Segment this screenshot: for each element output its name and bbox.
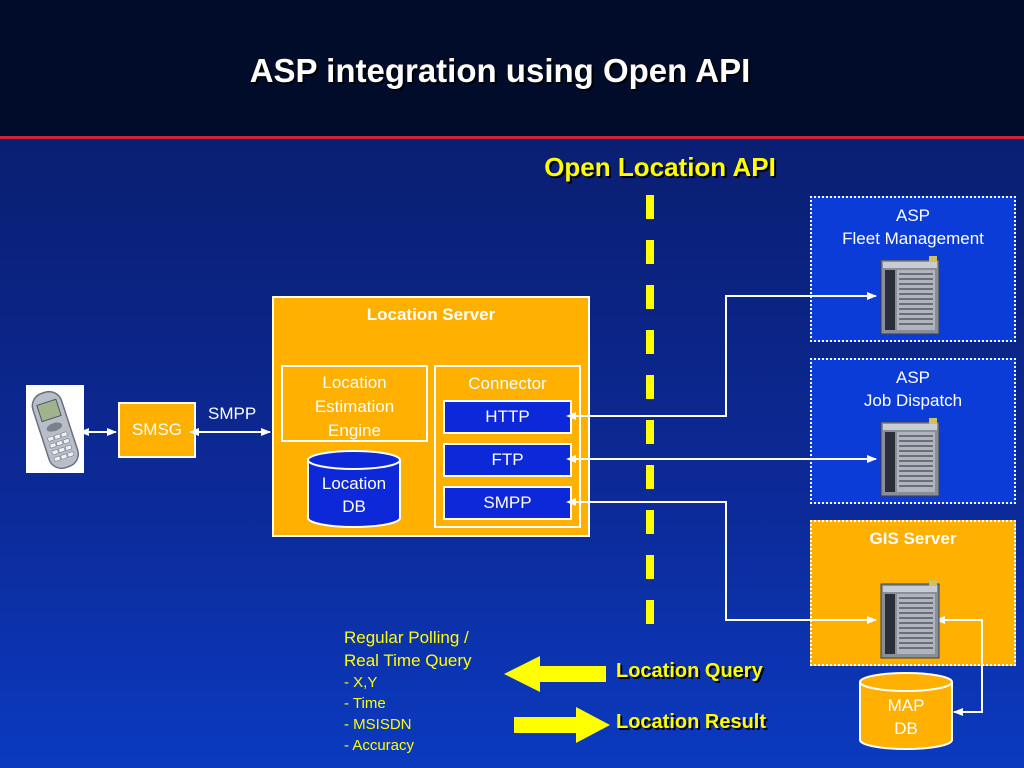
api-dash-0 — [646, 195, 654, 219]
mobile-phone-icon — [26, 385, 84, 473]
asp-job-line-2: Job Dispatch — [863, 391, 963, 410]
api-dash-1 — [646, 240, 654, 264]
connector-box — [434, 365, 581, 528]
notes-line-2: Real Time Query — [344, 651, 472, 670]
header-band — [0, 0, 1024, 136]
protocol-ftp: FTP — [443, 443, 572, 477]
header-divider — [0, 136, 1024, 139]
gis-server-icon — [880, 579, 940, 659]
smpp-gis-link — [566, 498, 877, 624]
location-estimation-engine: Location Estimation Engine — [281, 365, 428, 442]
notes-item-xy: - X,Y — [344, 674, 378, 691]
gis-mapdb-link — [935, 616, 983, 716]
location-db-label: Location DB — [308, 472, 400, 518]
map-db-line-2: DB — [894, 719, 918, 738]
dispatch-server-icon — [880, 417, 940, 497]
http-fleet-link — [566, 292, 877, 420]
smpp-link-label: SMPP — [208, 404, 257, 423]
query-notes: Regular Polling / Real Time Query - X,Y … — [344, 626, 472, 756]
smsg-box: SMSG — [118, 402, 196, 458]
asp-fleet-line-2: Fleet Management — [842, 229, 984, 248]
location-db-line-2: DB — [342, 497, 366, 516]
map-db-line-1: MAP — [887, 696, 925, 715]
protocol-http: HTTP — [443, 400, 572, 434]
connector-title: Connector — [468, 374, 547, 393]
notes-line-1: Regular Polling / — [344, 628, 469, 647]
legend-location-query: Location Query — [616, 660, 763, 682]
engine-line-2: Estimation — [314, 397, 395, 416]
asp-fleet-line-1: ASP — [895, 206, 931, 225]
engine-line-1: Location — [322, 373, 387, 392]
notes-item-msisdn: - MSISDN — [344, 716, 412, 733]
slide-title: ASP integration using Open API — [249, 52, 751, 89]
location-server-title: Location Server — [366, 305, 496, 324]
gis-server-title: GIS Server — [869, 529, 957, 548]
legend-location-result: Location Result — [616, 711, 767, 733]
location-db-database-icon — [307, 450, 401, 528]
open-api-label: Open Location API — [544, 152, 776, 182]
map-db-database-icon — [859, 672, 953, 750]
engine-line-3: Engine — [328, 421, 381, 440]
arrow-right-icon — [514, 707, 610, 743]
fleet-server-icon — [880, 255, 940, 335]
notes-item-accuracy: - Accuracy — [344, 737, 415, 754]
asp-job-line-1: ASP — [895, 368, 931, 387]
notes-item-time: - Time — [344, 695, 386, 712]
api-dash-6 — [646, 465, 654, 489]
map-db-label: MAP DB — [860, 694, 952, 740]
location-db-line-1: Location — [321, 474, 387, 493]
api-dash-5 — [646, 420, 654, 444]
arrow-left-icon — [504, 656, 606, 692]
